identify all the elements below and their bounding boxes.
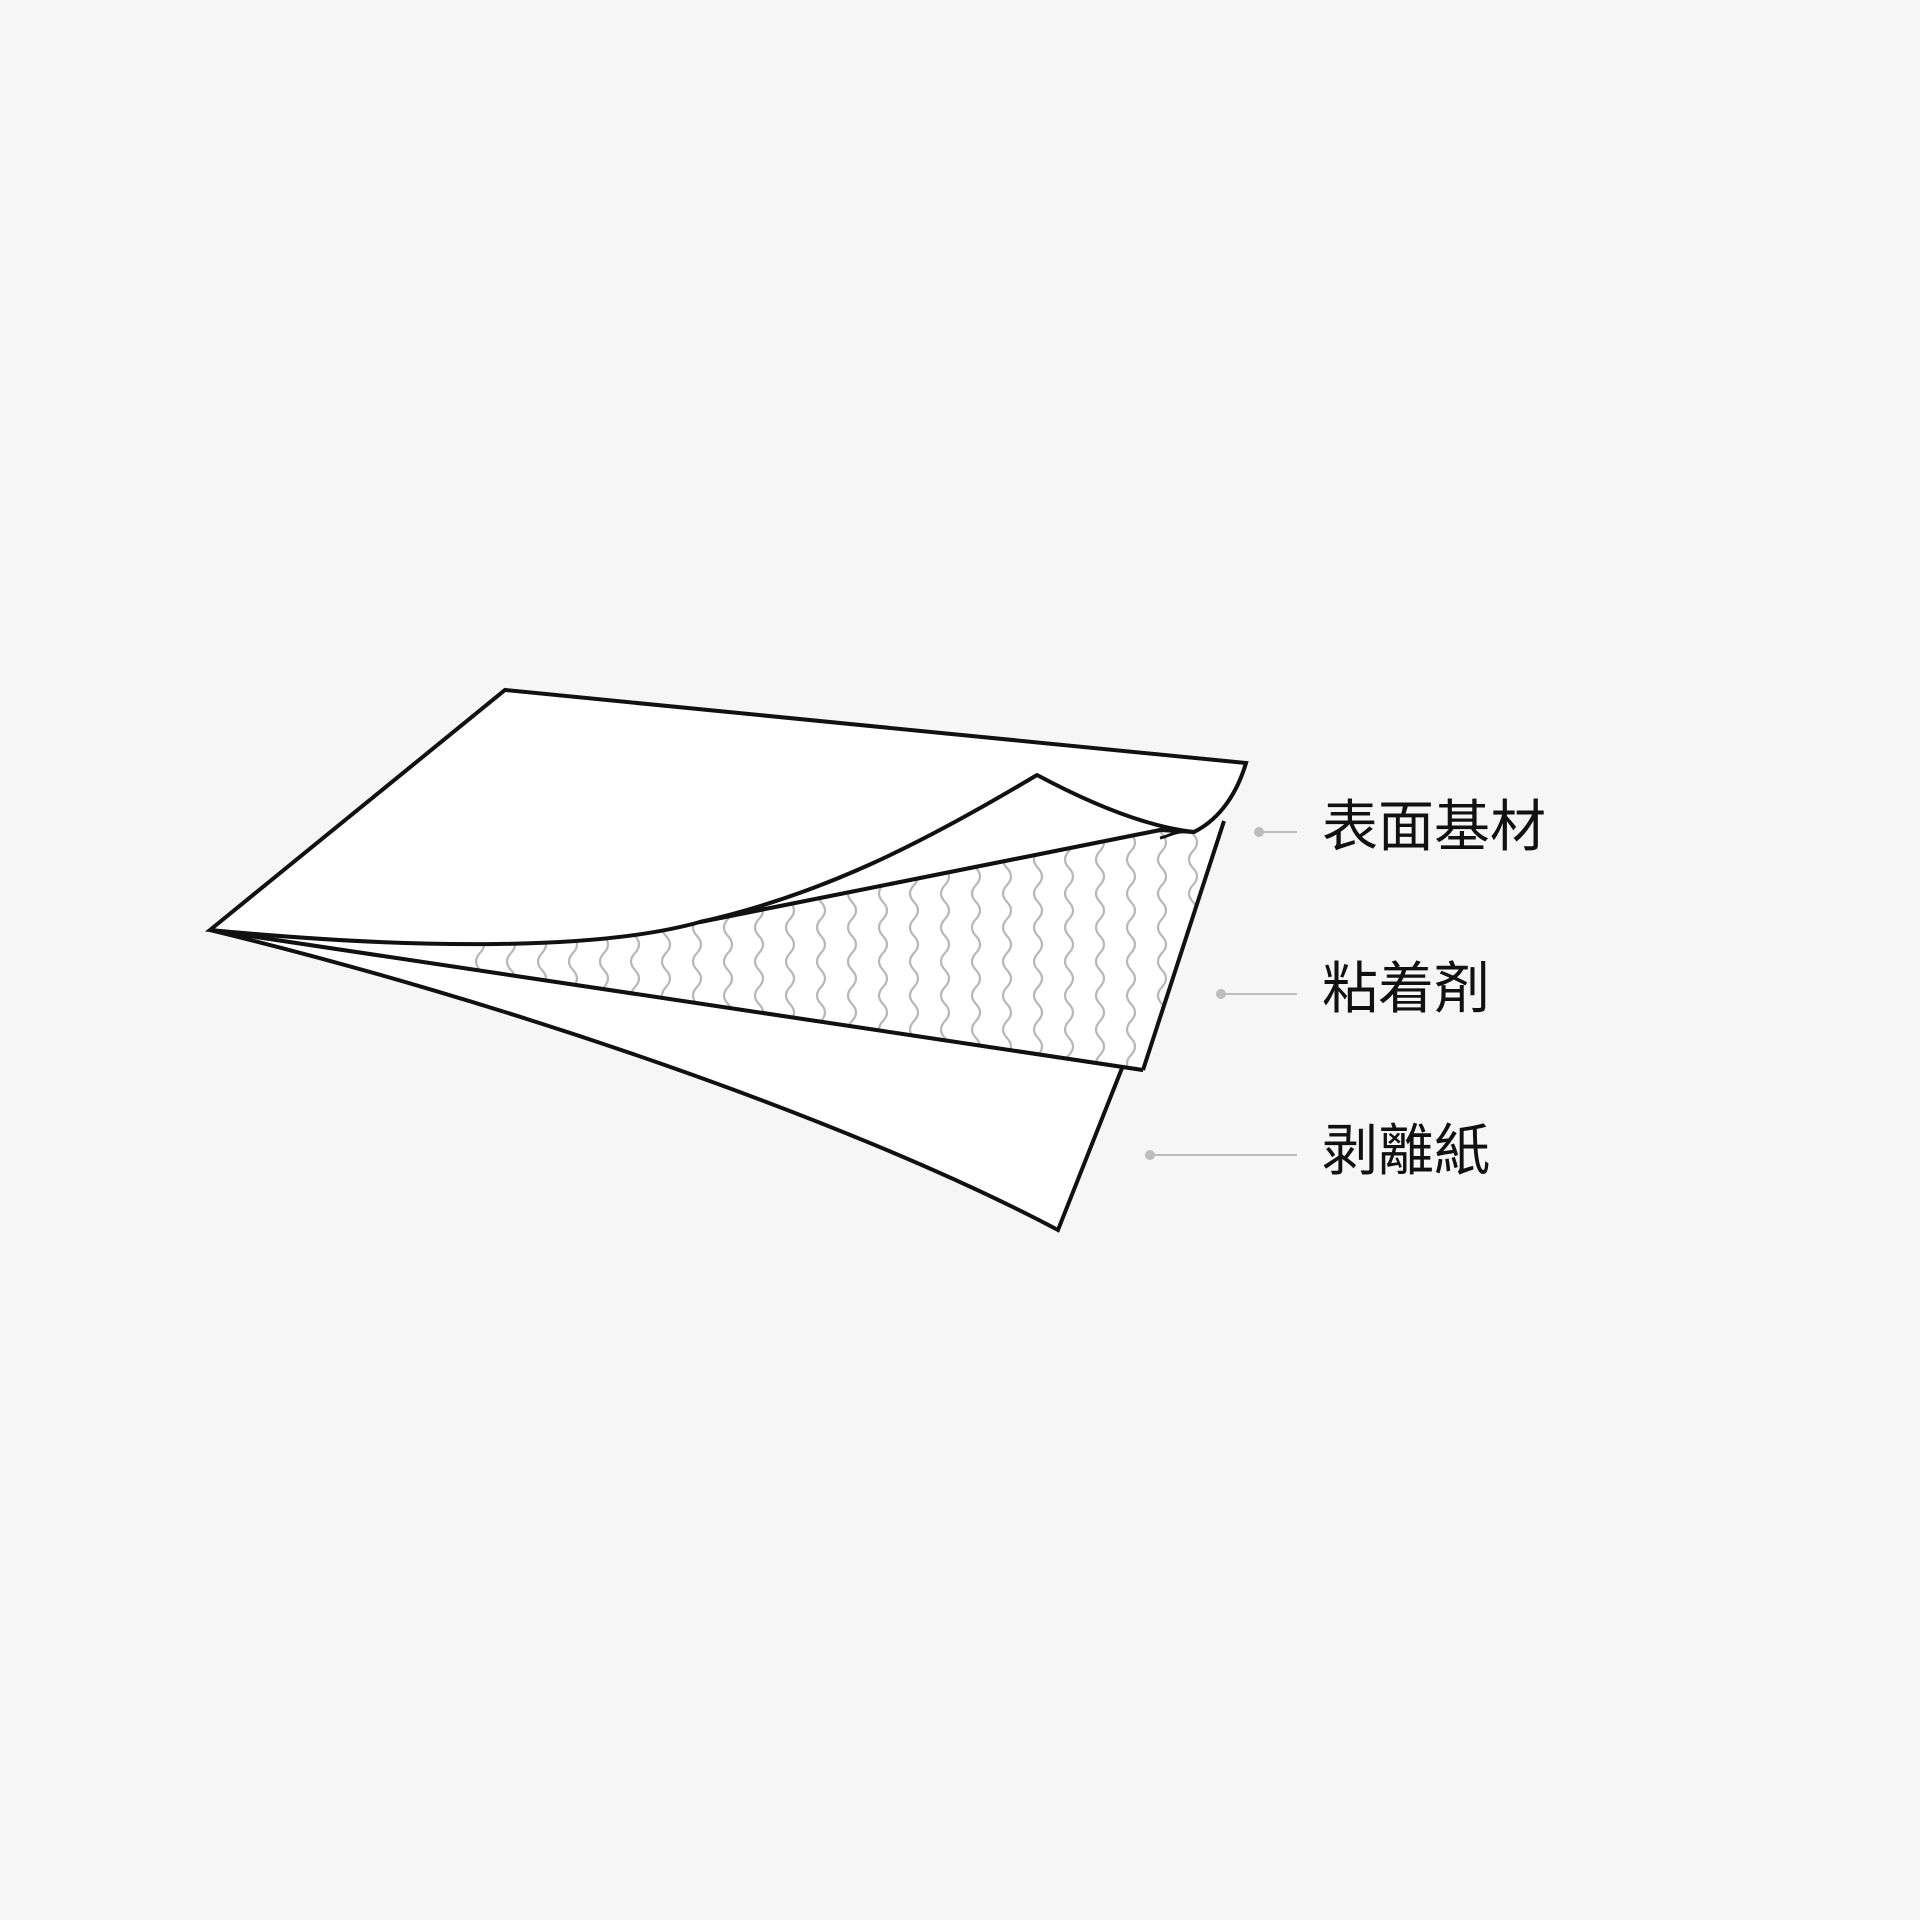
adhesive-bottom-edge — [209, 928, 1144, 1072]
adhesive-layer-label: 粘着剤 — [1322, 957, 1490, 1022]
surface-sheet — [204, 687, 1249, 947]
adhesive-wave-line — [1094, 821, 1106, 1070]
adhesive-wave-line — [1063, 821, 1075, 1070]
leader-surface — [1254, 827, 1297, 837]
peeled-corner-flap — [698, 773, 1196, 924]
adhesive-layer — [210, 821, 1224, 1070]
adhesive-wave-line — [1125, 821, 1137, 1070]
leader-liner — [1145, 1150, 1297, 1160]
surface-layer-label: 表面基材 — [1322, 795, 1546, 860]
release-liner-label: 剥離紙 — [1322, 1119, 1490, 1184]
leader-adhesive — [1216, 989, 1297, 999]
adhesive-right-edge — [1141, 820, 1226, 1071]
flap-curl-edge — [1159, 830, 1195, 840]
release-liner-sheet — [209, 928, 1144, 1233]
